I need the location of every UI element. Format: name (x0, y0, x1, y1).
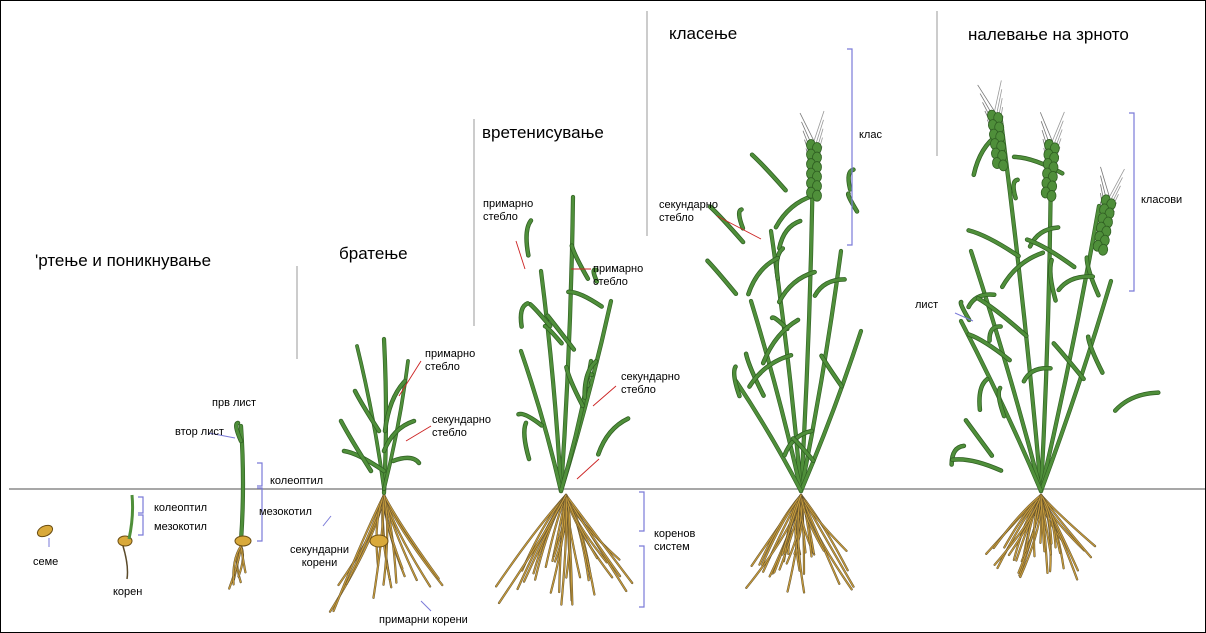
label-seed: семе (33, 556, 58, 569)
label-mesocotyl-2: мезокотил (259, 506, 312, 519)
pointer-line (577, 459, 599, 479)
primary-roots-pointer (421, 601, 431, 611)
label-secondary-stem-2: секундарно стебло (621, 371, 680, 397)
bracket (639, 492, 644, 531)
root (801, 495, 839, 584)
label-leaf: лист (915, 299, 938, 312)
coleoptile-shape (129, 495, 133, 539)
label-secondary-stem-1: секундарно стебло (432, 414, 491, 440)
leaf (777, 248, 783, 278)
leaf (707, 261, 735, 294)
awn (1052, 111, 1064, 142)
label-primary-stem-3: примарно стебло (593, 263, 643, 289)
label-secondary-stem-3: секундарно стебло (659, 199, 718, 225)
stage-title-stem-extension: вретенисување (482, 123, 604, 143)
pointer-line (593, 386, 616, 406)
pointer-line (516, 241, 525, 269)
label-primary-roots: примарни корени (379, 614, 468, 627)
label-secondary-roots: секундарни корени (290, 544, 349, 570)
label-coleoptile-1: колеоптил (154, 502, 207, 515)
leaf (1002, 253, 1043, 287)
pointer-line (399, 361, 421, 396)
spikelet (1047, 190, 1057, 202)
leaf (978, 298, 1026, 336)
label-mesocotyl-1: мезокотил (154, 521, 207, 534)
seed-shape (36, 523, 55, 539)
bracket (138, 497, 143, 513)
root (566, 495, 632, 583)
root-shape (123, 546, 128, 579)
plants-layer (36, 121, 1159, 547)
spike (977, 80, 1010, 172)
label-second-leaf: втор лист (175, 426, 224, 439)
spikelet (813, 190, 822, 201)
spike (1034, 110, 1064, 202)
leaf (752, 155, 786, 190)
secondary-roots-pointer (323, 516, 331, 526)
leaf (521, 303, 528, 326)
pointer-line (406, 426, 431, 441)
bracket (639, 546, 644, 607)
stage-title-tillering: братење (339, 244, 408, 264)
stage-title-grain-filling: налевање на зрното (968, 25, 1129, 45)
leaf (748, 258, 777, 294)
label-spike: клас (859, 129, 882, 142)
bracket (847, 49, 852, 245)
awn (814, 111, 824, 141)
leaf (598, 419, 628, 455)
bracket (138, 515, 143, 535)
awn (800, 113, 814, 141)
bracket (257, 463, 262, 486)
tiller-seed (370, 535, 388, 547)
label-spikes: класови (1141, 194, 1182, 207)
label-coleoptile-2: колеоптил (270, 475, 323, 488)
leaf (572, 246, 588, 279)
seedling-seed (235, 536, 251, 546)
label-first-leaf: прв лист (212, 397, 256, 410)
spikes-layer (800, 80, 1124, 256)
leaf (341, 421, 371, 471)
label-root: корен (113, 586, 142, 599)
stage-title-heading: класење (669, 24, 737, 44)
label-primary-stem-1: примарно стебло (425, 348, 475, 374)
label-primary-stem-2: примарно стебло (483, 198, 533, 224)
awn (1109, 167, 1124, 198)
leaf (966, 420, 992, 455)
awn (1038, 112, 1054, 141)
label-root-system: коренов систем (654, 528, 695, 554)
stage-title-germination: 'ртење и поникнување (35, 251, 211, 271)
spike (800, 111, 824, 201)
leaf (1002, 253, 1043, 287)
bracket (1129, 113, 1134, 291)
